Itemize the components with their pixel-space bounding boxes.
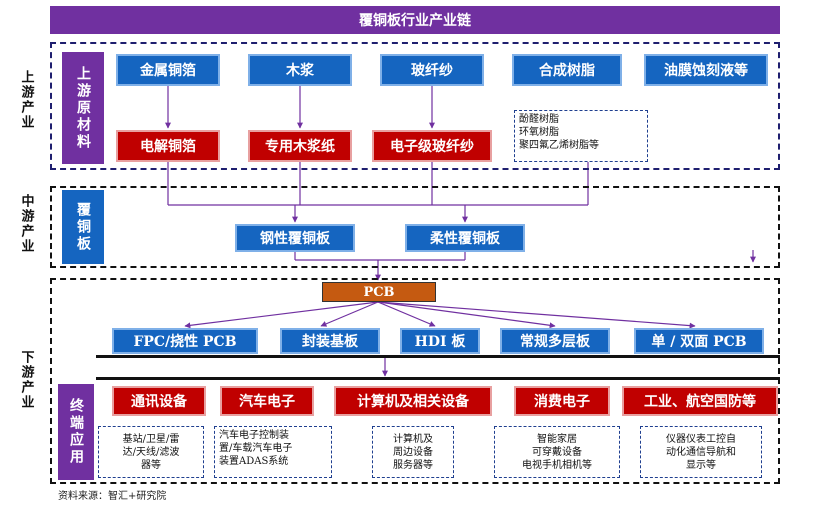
arrow-hdi <box>377 301 436 327</box>
product-flexible-ccl: 柔性覆铜板 <box>405 224 525 252</box>
pcb-type-package-substrate: 封装基板 <box>280 328 380 354</box>
pcb-box: PCB <box>322 282 436 302</box>
stage-label-upstream: 上游产业 <box>18 70 34 130</box>
raw-metal-copper-foil: 金属铜箔 <box>116 54 220 86</box>
terminal-industrial-defense: 工业、航空国防等 <box>622 386 778 416</box>
diagram-title: 覆铜板行业产业链 <box>50 6 780 34</box>
source-note: 资料来源：智汇+研究院 <box>58 491 167 502</box>
product-rigid-ccl: 钢性覆铜板 <box>235 224 355 252</box>
divider-bar-top <box>96 355 780 358</box>
terminal-note-communication: 基站/卫星/雷 达/天线/滤波 器等 <box>98 426 204 478</box>
resin-note-line: 聚四氟乙烯树脂等 <box>519 140 599 151</box>
stage-label-downstream: 下游产业 <box>18 350 34 410</box>
resin-note-line: 酚醛树脂 <box>519 114 559 125</box>
terminal-application-label: 终端应用 <box>58 384 94 480</box>
note-line: 可穿戴设备 <box>532 446 582 458</box>
upstream-group <box>50 42 780 170</box>
terminal-computer: 计算机及相关设备 <box>334 386 492 416</box>
upstream-raw-materials-label: 上游原材料 <box>62 52 104 164</box>
stage-label-midstream: 中游产业 <box>18 194 34 254</box>
note-line: 智能家居 <box>537 433 577 445</box>
processed-electronic-glass-yarn: 电子级玻纤纱 <box>372 130 492 162</box>
note-line: 装置ADAS系统 <box>219 456 289 467</box>
note-line: 汽车电子控制装 <box>219 430 289 441</box>
arrow-fpc <box>184 301 379 329</box>
terminal-consumer: 消费电子 <box>514 386 610 416</box>
note-line: 器等 <box>141 459 161 471</box>
resin-note-line: 环氧树脂 <box>519 127 559 138</box>
terminal-automotive: 汽车电子 <box>220 386 314 416</box>
note-line: 显示等 <box>686 459 716 471</box>
note-line: 计算机及 <box>393 433 433 445</box>
pcb-type-multilayer: 常规多层板 <box>500 328 610 354</box>
midstream-ccl-label: 覆铜板 <box>62 190 104 264</box>
note-line: 置/车载汽车电子 <box>219 443 293 454</box>
processed-electrolytic-copper-foil: 电解铜箔 <box>116 130 220 162</box>
note-line: 周边设备 <box>393 446 433 458</box>
processed-pulp-paper: 专用木浆纸 <box>248 130 352 162</box>
downstream-group <box>50 278 780 484</box>
terminal-note-industrial: 仪器仪表工控自 动化通信导航和 显示等 <box>640 426 762 478</box>
note-line: 服务器等 <box>393 459 433 471</box>
divider-bar-bottom <box>96 377 780 380</box>
terminal-note-consumer: 智能家居 可穿戴设备 电视手机相机等 <box>494 426 620 478</box>
raw-etching-solution: 油膜蚀刻液等 <box>644 54 768 86</box>
note-line: 基站/卫星/雷 <box>122 433 180 445</box>
resin-types-note: 酚醛树脂 环氧树脂 聚四氟乙烯树脂等 <box>514 110 648 162</box>
midstream-group <box>50 186 780 268</box>
arrow-substrate <box>320 301 379 327</box>
note-line: 动化通信导航和 <box>666 446 736 458</box>
note-line: 达/天线/滤波 <box>122 446 180 458</box>
raw-glass-fiber-yarn: 玻纤纱 <box>380 54 484 86</box>
pcb-type-fpc: FPC/挠性 PCB <box>112 328 258 354</box>
raw-wood-pulp: 木浆 <box>248 54 352 86</box>
note-line: 仪器仪表工控自 <box>666 433 736 445</box>
terminal-note-computer: 计算机及 周边设备 服务器等 <box>372 426 454 478</box>
raw-synthetic-resin: 合成树脂 <box>512 54 622 86</box>
pcb-type-hdi: HDI 板 <box>400 328 480 354</box>
pcb-type-single-double: 单 / 双面 PCB <box>634 328 764 354</box>
note-line: 电视手机相机等 <box>522 459 592 471</box>
arrow-multilayer <box>377 301 556 329</box>
arrow-single-double <box>377 301 696 329</box>
terminal-communication: 通讯设备 <box>112 386 206 416</box>
terminal-note-automotive: 汽车电子控制装 置/车载汽车电子 装置ADAS系统 <box>214 426 332 478</box>
